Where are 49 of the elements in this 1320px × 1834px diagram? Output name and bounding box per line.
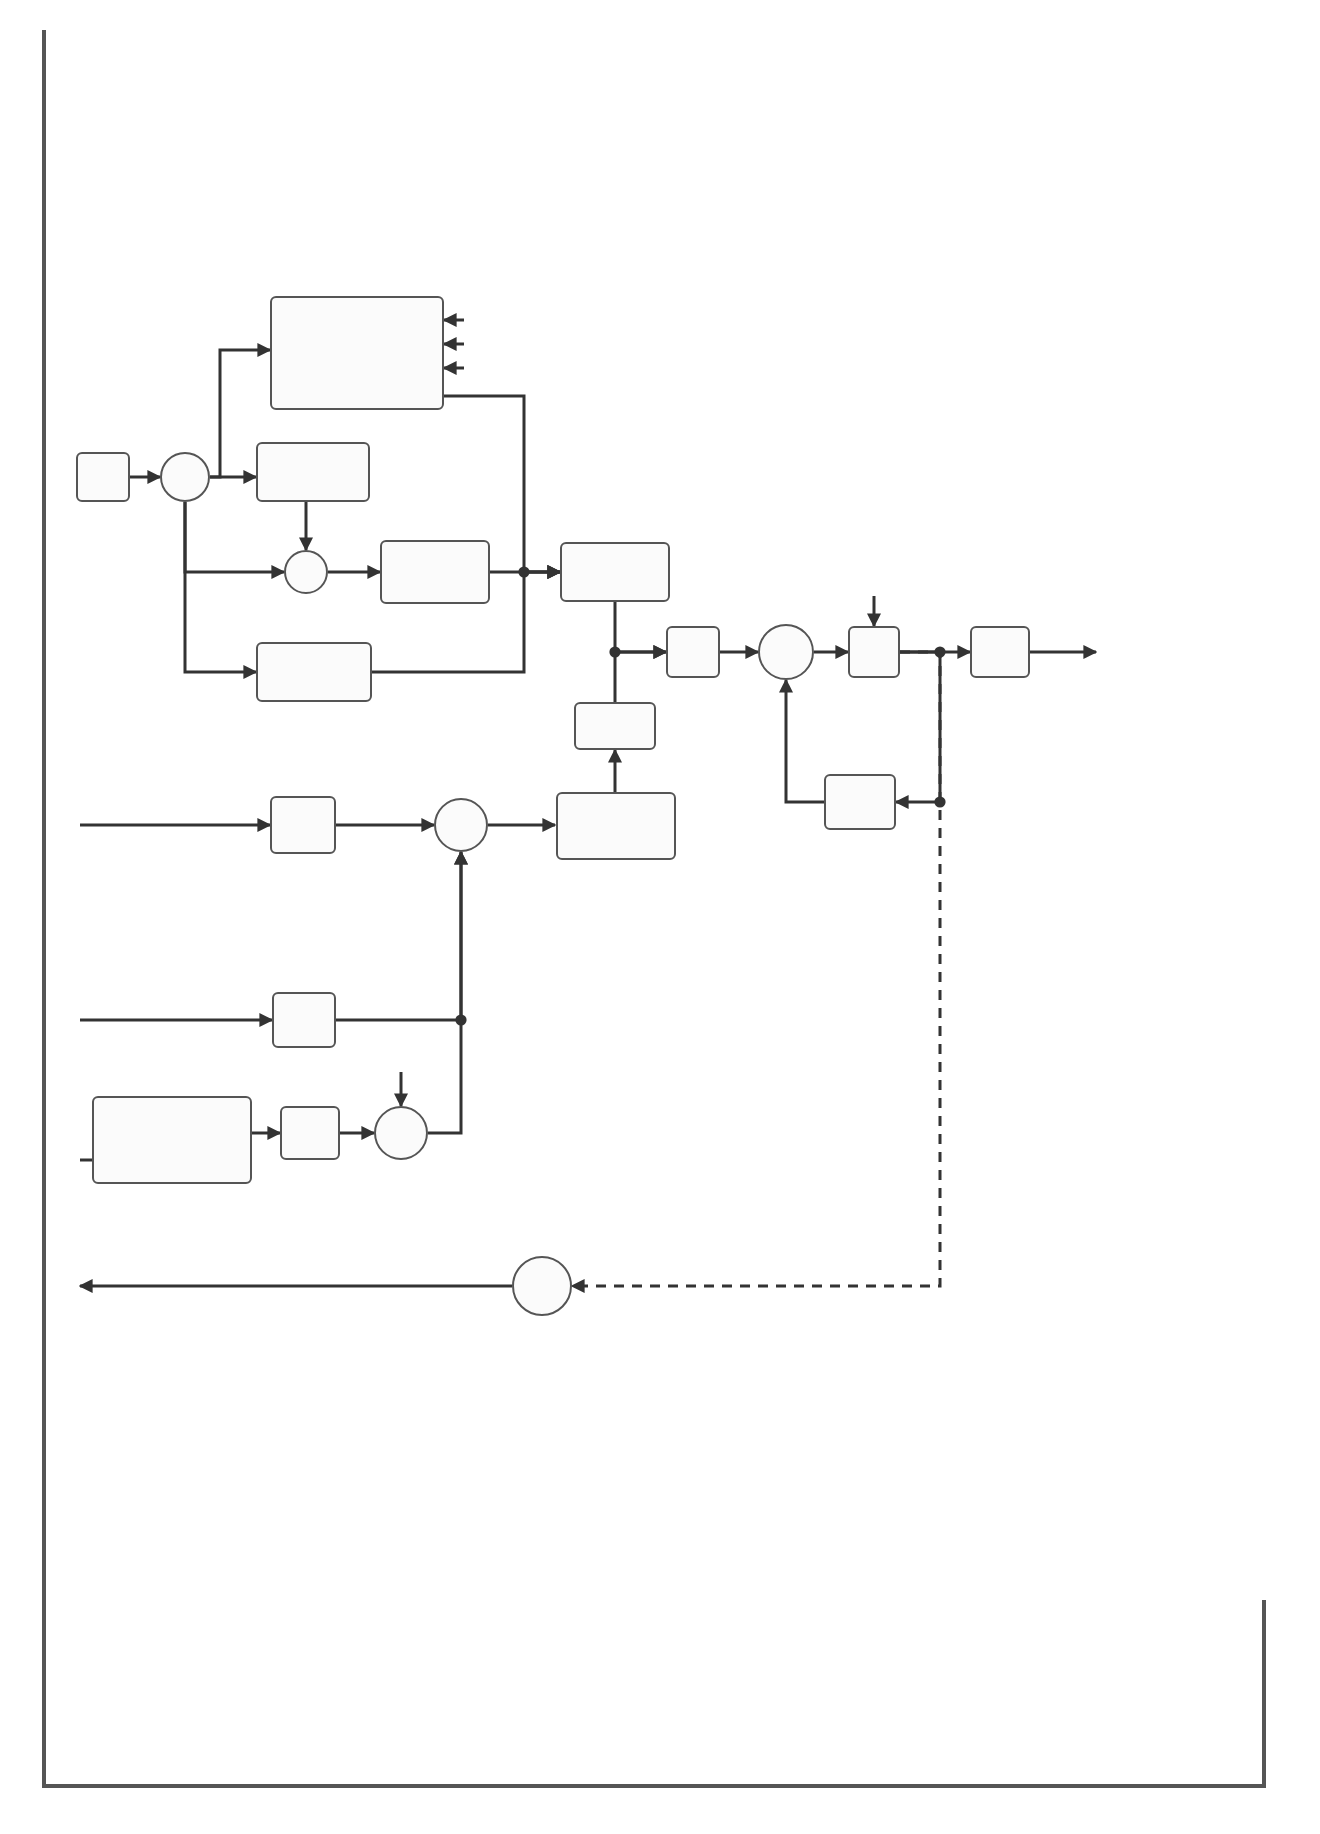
circle-node xyxy=(512,1256,572,1316)
arrow xyxy=(814,645,850,659)
block-box xyxy=(555,792,675,860)
circle-node xyxy=(758,624,814,680)
block-box xyxy=(970,626,1030,678)
circle-node xyxy=(374,1106,428,1160)
block-box xyxy=(380,540,490,604)
arrow xyxy=(428,850,468,1135)
circle-node xyxy=(160,452,210,502)
arrow xyxy=(328,565,382,579)
block-box xyxy=(824,774,896,830)
arrow xyxy=(488,818,557,832)
arrow xyxy=(442,337,464,351)
arrow xyxy=(442,361,464,375)
block-box xyxy=(666,626,720,678)
arrow xyxy=(80,1013,274,1027)
block-box xyxy=(574,702,656,750)
arrow xyxy=(867,596,881,628)
arrow xyxy=(299,502,313,552)
arrow xyxy=(720,645,760,659)
block-box xyxy=(280,1106,340,1160)
circle-node xyxy=(434,798,488,852)
arrow xyxy=(894,650,942,809)
arrow xyxy=(1030,645,1098,659)
arrow xyxy=(372,565,562,674)
arrow xyxy=(183,502,258,679)
arrow xyxy=(442,313,464,327)
arrow xyxy=(608,748,622,792)
arrow xyxy=(336,818,436,832)
arrow xyxy=(78,1279,512,1293)
arrow xyxy=(779,678,824,804)
arrow xyxy=(252,1126,282,1140)
block-box xyxy=(76,452,130,502)
circle-node xyxy=(284,550,328,594)
block-box xyxy=(272,992,336,1048)
arrow xyxy=(340,1126,376,1140)
block-box xyxy=(270,796,336,854)
block-box xyxy=(848,626,900,678)
block-box xyxy=(92,1096,252,1184)
arrow xyxy=(130,470,162,484)
arrow xyxy=(80,818,272,832)
block-box xyxy=(256,442,370,502)
arrow xyxy=(210,470,258,484)
arrow xyxy=(394,1072,408,1108)
arrow xyxy=(570,650,942,1293)
block-box xyxy=(256,642,372,702)
arrow xyxy=(613,645,668,702)
block-box xyxy=(560,542,670,602)
block-box xyxy=(270,296,444,410)
